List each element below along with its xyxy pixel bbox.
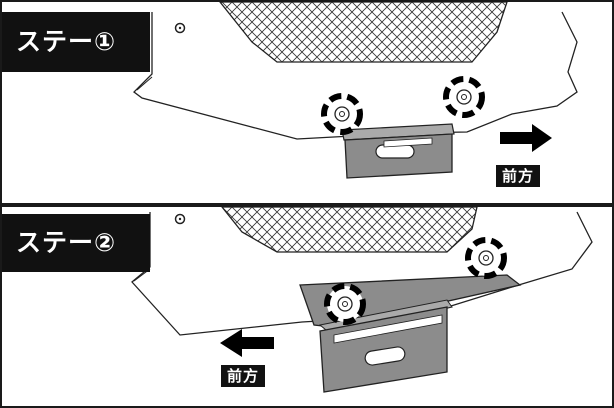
stay-2-title: ステー② <box>2 214 150 272</box>
mesh-grille <box>219 2 508 63</box>
bolt-left <box>324 283 366 325</box>
stay-bracket <box>341 123 455 179</box>
bolt-left <box>321 93 363 135</box>
mesh-grille <box>221 207 478 253</box>
body-outline <box>133 11 578 140</box>
bolt-right <box>443 76 485 118</box>
stay-2-diagram <box>131 207 593 393</box>
stay-1-direction-label: 前方 <box>496 165 541 187</box>
panel-stay-1: ステー① 前方 <box>0 0 614 205</box>
arrow-right-icon <box>500 124 552 152</box>
stay-1-title: ステー① <box>2 12 150 72</box>
panel-stay-2: ステー② 前方 <box>0 205 614 408</box>
bolt-right <box>465 237 507 279</box>
arrow-left-icon <box>220 329 274 357</box>
small-hole <box>174 213 186 225</box>
small-hole <box>174 22 186 34</box>
stay-2-direction-label: 前方 <box>221 365 266 387</box>
stay-1-diagram <box>133 2 578 179</box>
